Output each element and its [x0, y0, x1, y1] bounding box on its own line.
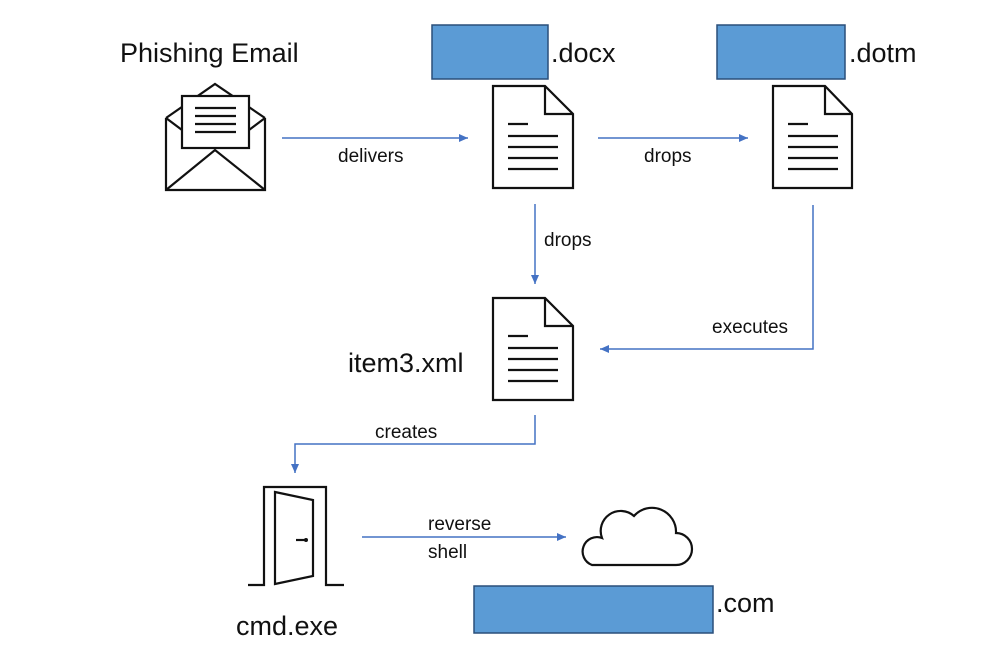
docx-extension-label: .docx	[551, 38, 616, 68]
item3-document-icon	[491, 296, 575, 402]
edge-label-drops-item3: drops	[544, 230, 592, 251]
dotm-extension-label: .dotm	[849, 38, 917, 68]
edge-label-creates: creates	[375, 422, 437, 443]
arrow-executes	[600, 205, 814, 353]
edge-label-shell: shell	[428, 542, 467, 563]
cloud-icon	[581, 506, 694, 567]
edge-label-reverse: reverse	[428, 514, 491, 535]
redacted-domain	[473, 585, 714, 634]
edge-label-delivers: delivers	[338, 146, 403, 167]
docx-document-icon	[491, 84, 575, 190]
item3-label: item3.xml	[348, 348, 464, 378]
edge-label-executes: executes	[712, 317, 788, 338]
c2-domain-suffix-label: .com	[716, 588, 775, 618]
door-icon	[248, 485, 344, 587]
arrow-creates	[291, 415, 536, 473]
dotm-document-icon	[771, 84, 854, 190]
edge-label-drops-dotm: drops	[644, 146, 692, 167]
redacted-filename-docx	[431, 24, 549, 80]
phishing-email-label: Phishing Email	[120, 38, 299, 68]
redacted-filename-dotm	[716, 24, 846, 80]
envelope-icon	[164, 82, 267, 192]
cmd-label: cmd.exe	[236, 611, 338, 641]
